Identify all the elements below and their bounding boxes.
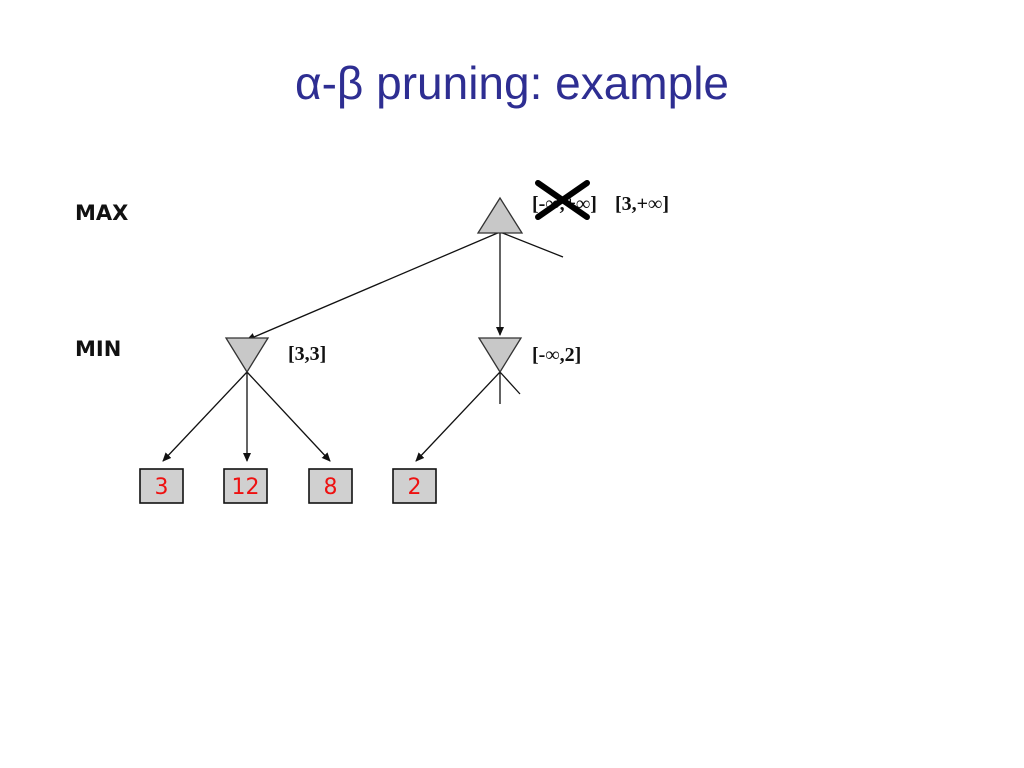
- leaf-value-1: 3: [155, 475, 169, 500]
- edge-root-pruned: [499, 231, 564, 258]
- cross-out-mark: [535, 180, 590, 220]
- max-root-node: [476, 196, 524, 234]
- edge-min1-leaf-8: [246, 371, 331, 462]
- leaf-value-2: 12: [232, 475, 260, 500]
- min-node-right: [477, 337, 523, 374]
- slide-title: α-β pruning: example: [294, 57, 730, 109]
- edge-min2-leaf-2: [415, 371, 501, 462]
- edge-min2-pruned-right: [499, 371, 521, 395]
- leaf-value-4: 2: [408, 475, 422, 500]
- max-level-label: MAX: [75, 201, 128, 225]
- min1-range: [3,3]: [288, 343, 326, 365]
- leaf-node-2: 12: [223, 468, 268, 504]
- min-level-label: MIN: [75, 337, 121, 361]
- min2-range: [-∞,2]: [532, 344, 581, 366]
- leaf-node-4: 2: [392, 468, 437, 504]
- root-range-new: [3,+∞]: [615, 193, 669, 215]
- leaf-node-1: 3: [139, 468, 184, 504]
- leaf-node-3: 8: [308, 468, 353, 504]
- edge-min1-leaf-3: [162, 371, 248, 462]
- edge-root-min1: [246, 231, 501, 341]
- leaf-value-3: 8: [324, 475, 338, 500]
- min-node-left: [224, 337, 270, 374]
